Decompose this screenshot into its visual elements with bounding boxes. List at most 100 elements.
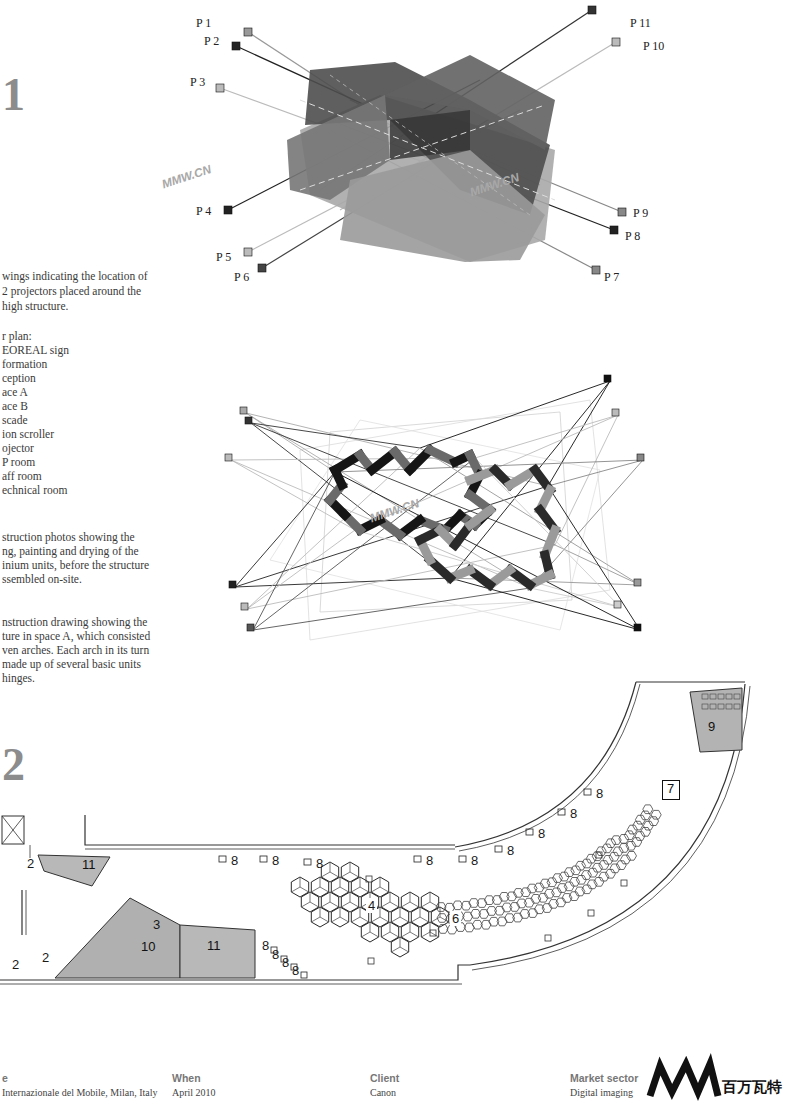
caption-line: made up of several basic units [2, 658, 141, 670]
table-symbol [702, 694, 708, 699]
lattice-cell [340, 917, 349, 922]
lattice-cell [400, 917, 409, 922]
room-outline [55, 898, 180, 978]
projector-symbol [592, 266, 600, 274]
projector-symbol [610, 226, 618, 234]
projector-label: P 3 [190, 75, 205, 90]
projection-line [231, 460, 355, 530]
cascade-cell [477, 899, 487, 908]
cascade-cell [594, 878, 604, 887]
lattice-cell [340, 907, 341, 917]
cascade-cell [582, 885, 592, 894]
plan-callout: 8 [507, 843, 514, 858]
caption-line: ture in space A, which consisted [2, 630, 150, 642]
room-fill [38, 855, 110, 886]
lattice-cell [370, 932, 379, 937]
lattice-cell [301, 902, 310, 907]
lattice-cell [400, 937, 401, 947]
lattice-cell [341, 872, 350, 877]
footer-heading: e [2, 1072, 8, 1084]
cascade-cell [593, 863, 603, 872]
cascade-cell [605, 869, 615, 878]
lattice-cell [391, 947, 400, 952]
caption-line: struction photos showing the [2, 531, 135, 543]
plan-callout: 8 [272, 853, 279, 868]
cascade-cell [513, 913, 523, 922]
projector-symbol [495, 846, 502, 852]
floor-marker [366, 876, 372, 882]
table-symbol [734, 704, 740, 709]
projector-symbol [526, 829, 533, 835]
projector-symbol [618, 208, 626, 216]
caption-line: high structure. [2, 300, 68, 312]
lattice-cell [320, 917, 329, 922]
lattice-cell [371, 917, 380, 922]
caption-line: hinges. [2, 672, 35, 684]
projector-symbol [216, 84, 224, 92]
projection-line [530, 460, 643, 588]
door-box [2, 816, 24, 844]
room-outline [688, 686, 744, 752]
room-fill [180, 925, 255, 978]
projection-line [450, 578, 640, 630]
projector-symbol [604, 375, 611, 382]
room-number: 9 [708, 720, 715, 735]
plan-callout: 4 [366, 898, 377, 913]
projector-label: P 7 [604, 270, 619, 285]
caption-line: ace A [2, 386, 28, 398]
projection-line [247, 530, 355, 609]
lattice-cell [330, 892, 331, 902]
lattice-cell [440, 907, 441, 917]
projection-line [253, 588, 530, 630]
room: 11 [38, 853, 110, 886]
plan-callout: 3 [153, 917, 160, 932]
table-symbol [718, 694, 724, 699]
plan-callout: 8 [272, 947, 279, 962]
structure-face [390, 110, 470, 160]
plan-callout: 6 [450, 911, 461, 926]
projection-line [475, 415, 618, 458]
lattice-cell [310, 902, 319, 907]
footer-value: Internazionale del Mobile, Milan, Italy [2, 1087, 158, 1098]
projection-line [247, 448, 420, 609]
table-symbol [702, 704, 708, 709]
lattice-cell [330, 902, 339, 907]
lattice-cell [390, 902, 399, 907]
lattice-cell [420, 917, 429, 922]
lattice-cell [320, 907, 321, 917]
lattice-cell [310, 892, 311, 902]
lattice-cell [381, 932, 390, 937]
cascade-cell [495, 906, 505, 915]
projector-label: P 1 [196, 16, 211, 31]
logo-text: 百万瓦特 [722, 1078, 782, 1097]
lattice-cell [410, 932, 419, 937]
lattice-cell [391, 917, 400, 922]
cascade-cell [627, 852, 637, 861]
projector-label: P 5 [216, 250, 231, 265]
cascade-cell [461, 901, 471, 910]
projector-label: P 9 [633, 206, 648, 221]
lattice-cell [390, 892, 391, 902]
projector-symbol [588, 6, 596, 14]
projection-line [355, 415, 618, 530]
projector-symbol [634, 624, 641, 631]
caption-line: ception [2, 372, 36, 384]
projection-line [235, 472, 335, 587]
lattice-cell [421, 932, 430, 937]
caption-line: aff room [2, 470, 42, 482]
floor-marker [596, 852, 602, 858]
floor-marker [588, 910, 594, 916]
plan-callout: 8 [471, 853, 478, 868]
projector-label: P 11 [630, 16, 651, 31]
lattice-cell [300, 887, 309, 892]
footer-value: Canon [370, 1087, 396, 1098]
watermark: MMW.CN [368, 496, 421, 525]
table-symbol [710, 704, 716, 709]
lattice-cell [330, 862, 331, 872]
section-number: 2 [2, 742, 25, 788]
cascade-cell [649, 817, 659, 826]
lattice-cell [400, 947, 409, 952]
cascade-cell [564, 868, 574, 877]
table-symbol [726, 694, 732, 699]
